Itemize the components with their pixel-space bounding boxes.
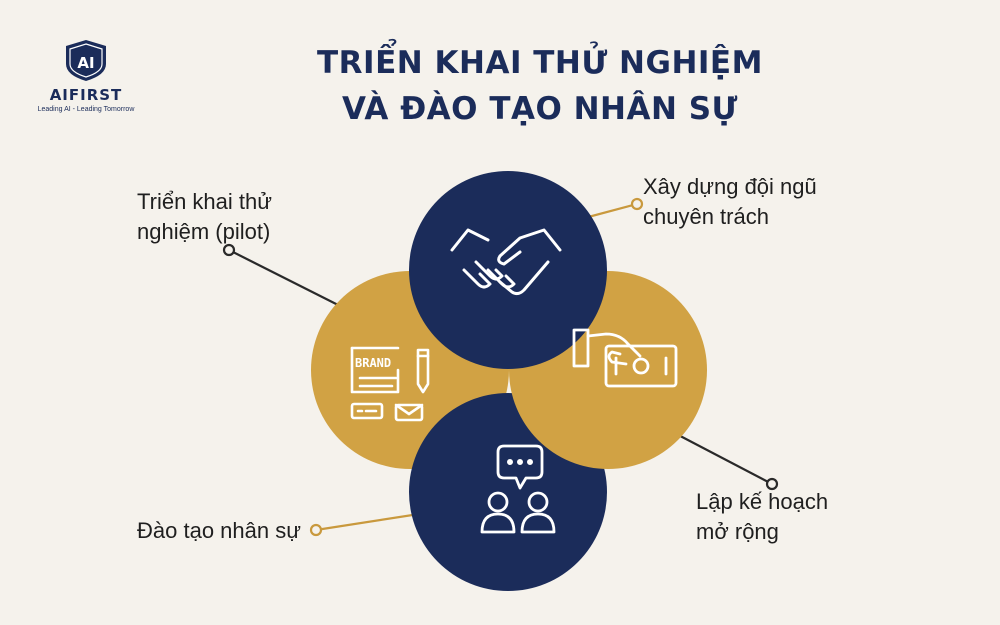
label-training: Đào tạo nhân sự <box>137 516 301 546</box>
connector-pilot <box>228 249 353 313</box>
title-line-1: TRIỂN KHAI THỬ NGHIỆM <box>317 45 763 81</box>
brand-name: AIFIRST <box>49 86 123 104</box>
label-expand: Lập kế hoạch mở rộng <box>696 487 828 547</box>
label-team-line-2: chuyên trách <box>643 204 769 229</box>
label-pilot: Triển khai thử nghiệm (pilot) <box>137 187 272 247</box>
label-team: Xây dựng đội ngũ chuyên trách <box>643 172 817 232</box>
brand-icon-text: BRAND <box>355 356 391 370</box>
label-team-line-1: Xây dựng đội ngũ <box>643 174 817 199</box>
title-line-2: VÀ ĐÀO TẠO NHÂN SỰ <box>342 91 738 127</box>
shield-logo-icon: AI <box>66 40 106 81</box>
handshake-icon <box>450 228 562 296</box>
label-training-line-1: Đào tạo nhân sự <box>137 518 301 543</box>
logo-mark: AI <box>77 54 94 72</box>
page-title: TRIỂN KHAI THỬ NGHIỆM VÀ ĐÀO TẠO NHÂN SỰ <box>250 40 830 132</box>
circle-team <box>409 171 607 369</box>
brand-document-icon: BRAND <box>350 346 430 422</box>
hand-money-icon <box>572 328 678 388</box>
label-pilot-line-2: nghiệm (pilot) <box>137 219 271 244</box>
dot-training <box>309 523 323 537</box>
brand-tagline: Leading AI - Leading Tomorrow <box>37 106 135 113</box>
dot-team <box>630 197 644 211</box>
people-chat-icon <box>480 444 556 534</box>
logo: AI AIFIRST Leading AI - Leading Tomorrow <box>30 38 142 113</box>
dot-pilot <box>222 243 236 257</box>
dot-expand <box>765 477 779 491</box>
label-expand-line-2: mở rộng <box>696 519 779 544</box>
label-expand-line-1: Lập kế hoạch <box>696 489 829 514</box>
label-pilot-line-1: Triển khai thử <box>137 189 272 214</box>
